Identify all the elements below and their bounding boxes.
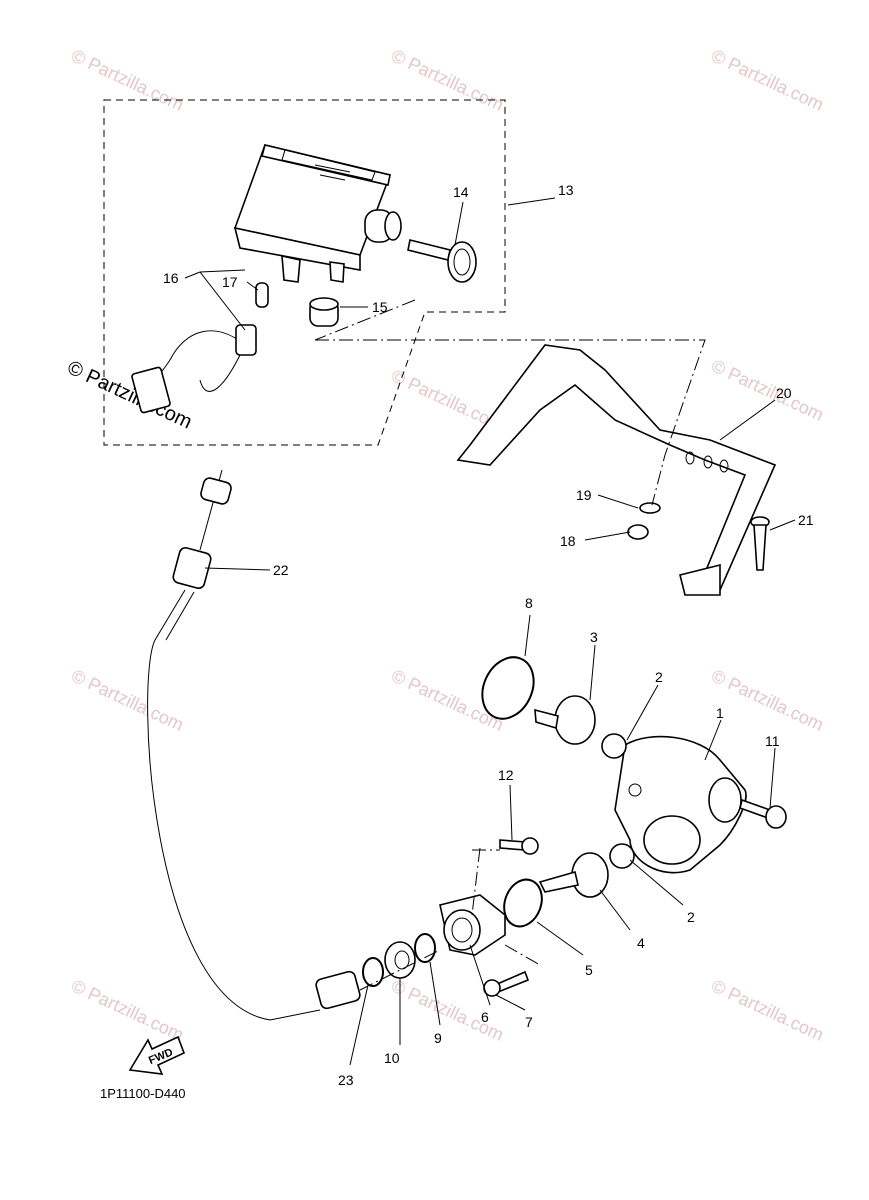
watermark: © Partzilla.com bbox=[388, 45, 506, 114]
callout-5[interactable]: 5 bbox=[585, 962, 593, 978]
callout-19[interactable]: 19 bbox=[576, 487, 592, 503]
driven-gear[interactable] bbox=[538, 852, 609, 898]
bulb-socket[interactable] bbox=[131, 282, 269, 414]
watermark-main: © Partzilla.com bbox=[64, 357, 195, 434]
callout-23[interactable]: 23 bbox=[338, 1072, 354, 1088]
o-ring-large[interactable] bbox=[473, 649, 544, 727]
callout-15[interactable]: 15 bbox=[372, 299, 388, 315]
bushing-upper[interactable] bbox=[601, 733, 627, 759]
callout-2-lower[interactable]: 2 bbox=[687, 909, 695, 925]
fwd-arrow: FWD bbox=[128, 1035, 186, 1075]
drive-gear[interactable] bbox=[534, 695, 596, 745]
meter-assembly-box bbox=[103, 99, 506, 446]
watermark: © Partzilla.com bbox=[68, 975, 186, 1044]
watermark: © Partzilla.com bbox=[68, 665, 186, 734]
callout-18[interactable]: 18 bbox=[560, 533, 576, 549]
watermark: © Partzilla.com bbox=[708, 975, 826, 1044]
bushing-lower[interactable] bbox=[609, 843, 635, 869]
watermark: © Partzilla.com bbox=[708, 665, 826, 734]
screw-upper[interactable] bbox=[499, 837, 539, 855]
rivet[interactable] bbox=[750, 516, 770, 571]
callout-11[interactable]: 11 bbox=[765, 733, 780, 749]
o-ring-medium[interactable] bbox=[498, 874, 548, 931]
bracket-nut[interactable] bbox=[627, 502, 661, 540]
diagram-code: 1P11100-D440 bbox=[100, 1086, 186, 1101]
callout-12[interactable]: 12 bbox=[498, 767, 514, 783]
callout-16[interactable]: 16 bbox=[163, 270, 179, 286]
callout-2[interactable]: 2 bbox=[655, 669, 663, 685]
o-ring-small[interactable] bbox=[362, 957, 384, 987]
callout-7[interactable]: 7 bbox=[525, 1014, 533, 1030]
meter-body[interactable] bbox=[233, 144, 402, 283]
callout-13[interactable]: 13 bbox=[558, 182, 574, 198]
oil-seal[interactable] bbox=[384, 941, 416, 979]
bolt[interactable] bbox=[739, 798, 787, 829]
callout-8[interactable]: 8 bbox=[525, 595, 533, 611]
callout-20[interactable]: 20 bbox=[776, 385, 792, 401]
meter-bracket[interactable] bbox=[456, 344, 777, 596]
screw-lower[interactable] bbox=[483, 970, 530, 997]
watermark: © Partzilla.com bbox=[388, 665, 506, 734]
watermark: © Partzilla.com bbox=[708, 45, 826, 114]
callout-14[interactable]: 14 bbox=[453, 184, 469, 200]
gear-housing[interactable] bbox=[614, 735, 747, 874]
callout-4[interactable]: 4 bbox=[637, 935, 645, 951]
washer[interactable] bbox=[414, 933, 436, 963]
callout-6[interactable]: 6 bbox=[481, 1009, 489, 1025]
gear-cover[interactable] bbox=[439, 894, 506, 956]
callout-9[interactable]: 9 bbox=[434, 1030, 442, 1046]
watermark: © Partzilla.com bbox=[68, 45, 186, 114]
callouts: 1 2 2 3 4 5 6 7 8 9 10 11 12 13 14 15 16… bbox=[163, 182, 814, 1088]
grommet[interactable] bbox=[309, 297, 339, 327]
callout-1[interactable]: 1 bbox=[716, 705, 724, 721]
watermark: © Partzilla.com bbox=[708, 355, 826, 424]
callout-22[interactable]: 22 bbox=[273, 562, 289, 578]
callout-21[interactable]: 21 bbox=[798, 512, 814, 528]
watermarks: © Partzilla.com © Partzilla.com © Partzi… bbox=[64, 45, 827, 1044]
reset-knob[interactable] bbox=[407, 239, 477, 283]
assembly-lines bbox=[314, 299, 706, 991]
speedometer-cable[interactable] bbox=[147, 469, 362, 1021]
callout-10[interactable]: 10 bbox=[384, 1050, 400, 1066]
leader-lines bbox=[184, 197, 796, 1066]
callout-17[interactable]: 17 bbox=[222, 274, 238, 290]
callout-3[interactable]: 3 bbox=[590, 629, 598, 645]
